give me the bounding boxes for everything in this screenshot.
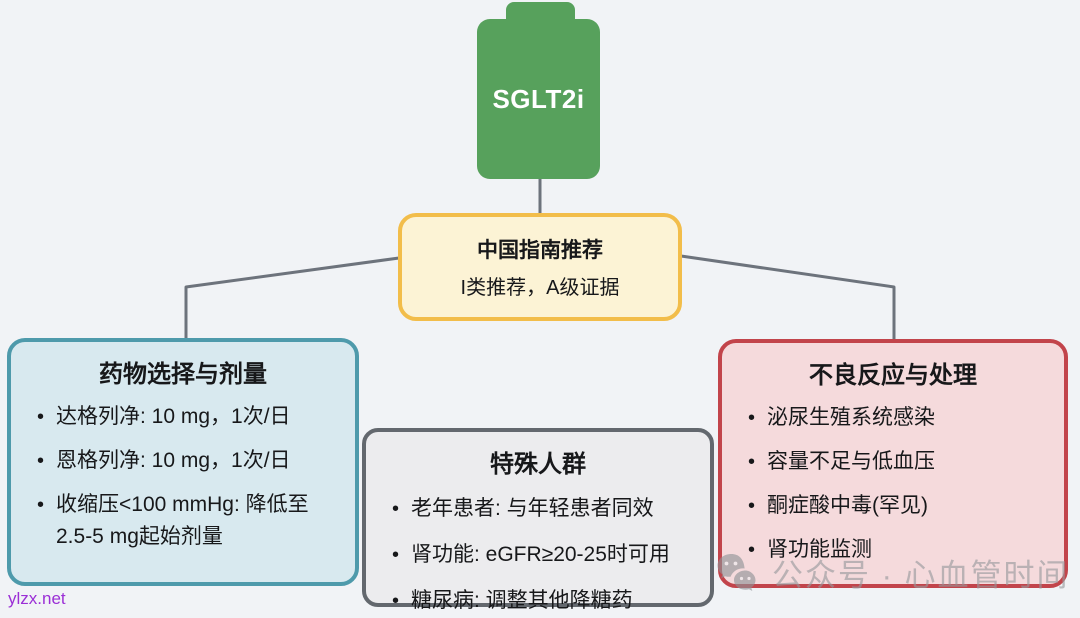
bullet-item: 达格列净: 10 mg，1次/日 bbox=[33, 401, 337, 433]
bullet-list: 达格列净: 10 mg，1次/日 恩格列净: 10 mg，1次/日 收缩压<10… bbox=[23, 401, 343, 553]
branch-adverse-reactions: 不良反应与处理 泌尿生殖系统感染 容量不足与低血压 酮症酸中毒(罕见) 肾功能监… bbox=[718, 339, 1068, 588]
branch-title: 药物选择与剂量 bbox=[99, 361, 267, 388]
bullet-item: 糖尿病: 调整其他降糖药 bbox=[388, 585, 692, 617]
recommendation-subtitle: I类推荐，A级证据 bbox=[460, 277, 620, 299]
wechat-watermark-text: 公众号 · 心血管时间 bbox=[772, 558, 1070, 593]
recommendation-node: 中国指南推荐 I类推荐，A级证据 bbox=[398, 213, 682, 321]
bullet-list: 泌尿生殖系统感染 容量不足与低血压 酮症酸中毒(罕见) 肾功能监测 bbox=[734, 402, 1052, 566]
wechat-icon bbox=[717, 553, 756, 591]
bullet-item: 容量不足与低血压 bbox=[744, 446, 1046, 478]
root-node-label: SGLT2i bbox=[492, 83, 585, 114]
wechat-watermark: 公众号 · 心血管时间 bbox=[716, 550, 1072, 595]
root-node-sglt2i: SGLT2i bbox=[477, 19, 600, 179]
recommendation-title: 中国指南推荐 bbox=[477, 239, 603, 262]
bullet-item: 肾功能: eGFR≥20-25时可用 bbox=[388, 539, 692, 571]
connector-recommendation-to-right bbox=[680, 254, 896, 340]
bullet-item: 肾功能监测 bbox=[744, 534, 1046, 566]
bullet-item: 泌尿生殖系统感染 bbox=[744, 402, 1046, 434]
branch-title: 特殊人群 bbox=[490, 451, 586, 478]
bullet-list: 老年患者: 与年轻患者同效 肾功能: eGFR≥20-25时可用 糖尿病: 调整… bbox=[378, 493, 698, 617]
branch-special-populations: 特殊人群 老年患者: 与年轻患者同效 肾功能: eGFR≥20-25时可用 糖尿… bbox=[362, 428, 714, 617]
bullet-item: 酮症酸中毒(罕见) bbox=[744, 490, 1046, 522]
connector-recommendation-to-left bbox=[184, 256, 400, 339]
site-watermark: ylzx.net bbox=[8, 589, 66, 608]
bullet-item: 恩格列净: 10 mg，1次/日 bbox=[33, 445, 337, 477]
branch-drug-dosing: 药物选择与剂量 达格列净: 10 mg，1次/日 恩格列净: 10 mg，1次/… bbox=[7, 338, 359, 586]
bullet-item: 老年患者: 与年轻患者同效 bbox=[388, 493, 692, 525]
branch-title: 不良反应与处理 bbox=[809, 362, 977, 389]
bullet-item: 收缩压<100 mmHg: 降低至2.5-5 mg起始剂量 bbox=[33, 489, 337, 553]
